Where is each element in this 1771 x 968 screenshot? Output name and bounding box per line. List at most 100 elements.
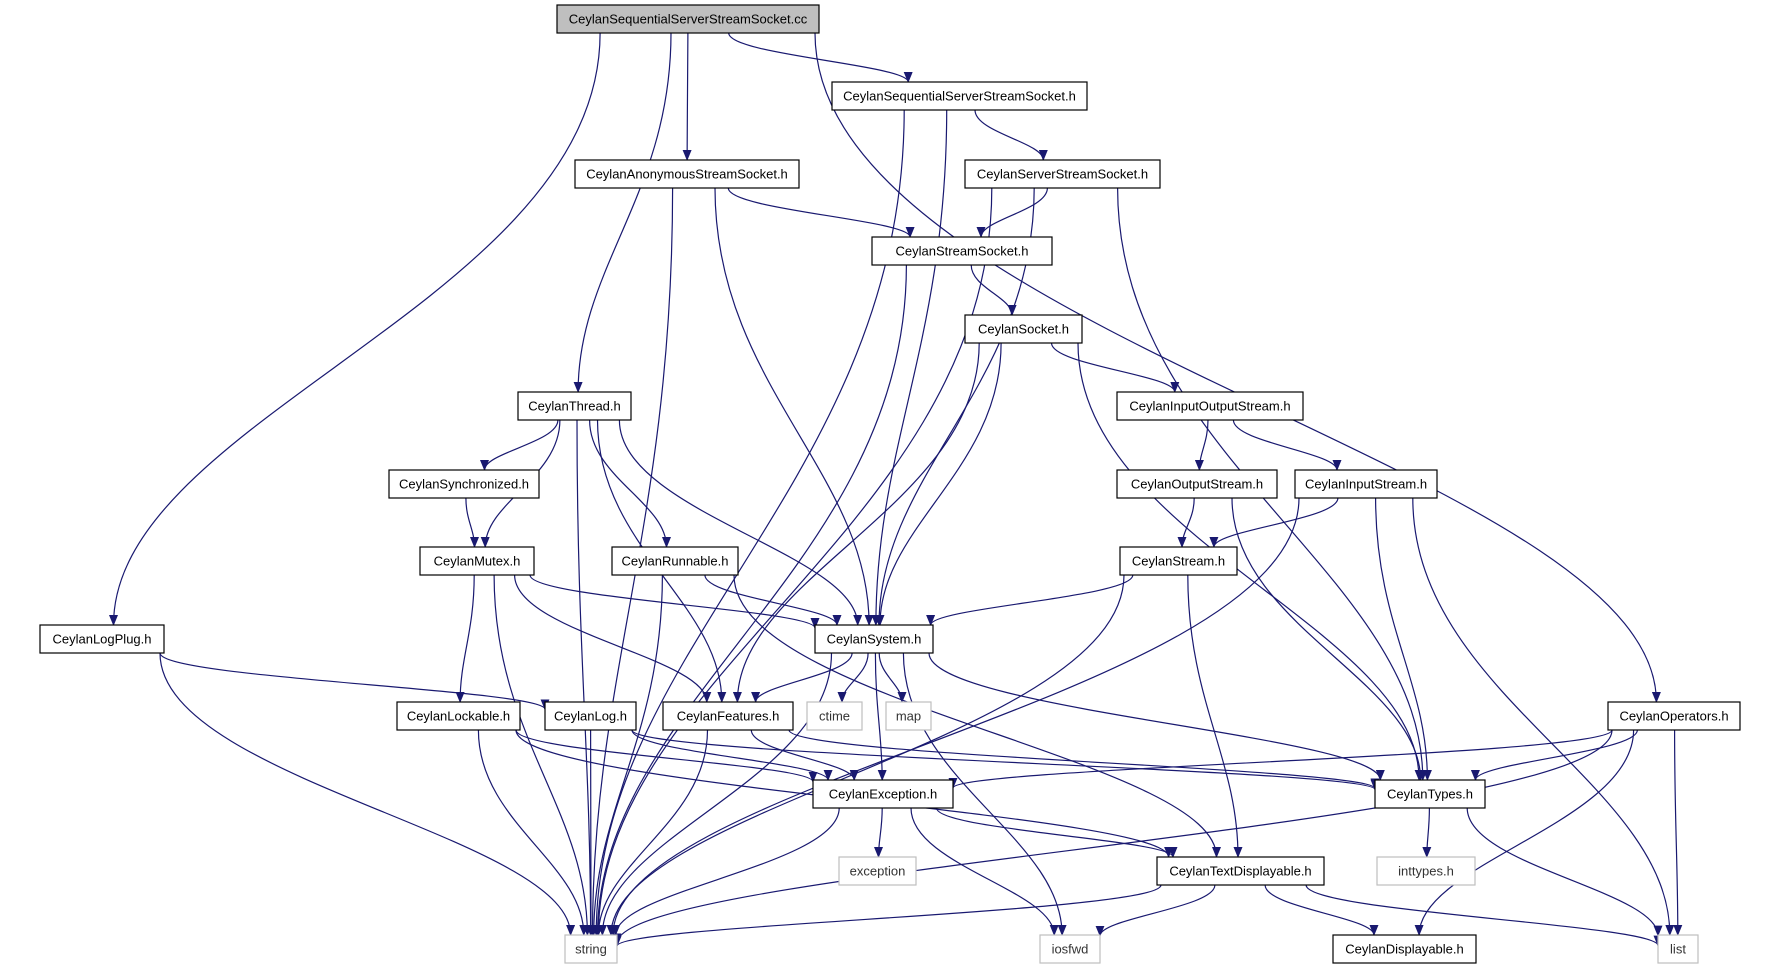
edge-exc-to-string xyxy=(611,807,840,936)
edge-features-to-string xyxy=(593,729,709,936)
node-ceylanlog-h[interactable]: CeylanLog.h xyxy=(544,701,637,731)
edge-root-to-thread xyxy=(573,32,672,393)
node-ceylanlockable-h[interactable]: CeylanLockable.h xyxy=(396,701,521,731)
node-box xyxy=(1332,934,1477,964)
edge-mutex-to-lockable xyxy=(455,574,475,703)
node-ceylantypes-h[interactable]: CeylanTypes.h xyxy=(1374,779,1486,809)
edge-is-to-string xyxy=(608,497,1300,936)
edge-ops-to-exc xyxy=(948,729,1613,789)
node-box xyxy=(396,701,521,731)
edge-system-to-types xyxy=(928,652,1385,781)
edge-sock-to-ios xyxy=(1050,342,1180,393)
edge-root-to-ops xyxy=(814,32,1661,703)
node-ceylanrunnable-h[interactable]: CeylanRunnable.h xyxy=(611,546,739,576)
edge-anon-to-string xyxy=(588,187,674,936)
node-label: CeylanSequentialServerStreamSocket.cc xyxy=(569,12,808,27)
node-ceylanthread-h[interactable]: CeylanThread.h xyxy=(517,391,632,421)
node-ceylanoutputstream-h[interactable]: CeylanOutputStream.h xyxy=(1116,469,1278,499)
edge-root-to-logplug xyxy=(109,32,601,626)
node-iosfwd: iosfwd xyxy=(1039,934,1101,964)
node-label: CeylanOperators.h xyxy=(1619,709,1728,724)
edge-ss-to-string xyxy=(593,264,907,936)
node-label: CeylanLogPlug.h xyxy=(52,632,151,647)
node-box xyxy=(1116,469,1278,499)
node-label: CeylanSystem.h xyxy=(827,632,922,647)
node-exception: exception xyxy=(838,856,917,886)
edge-stream-to-string xyxy=(606,574,1125,936)
edge-system-to-string xyxy=(597,652,833,936)
edge-logplug-to-string xyxy=(159,652,576,936)
node-box xyxy=(1156,856,1325,886)
edge-mutex-to-features xyxy=(514,574,712,703)
node-box xyxy=(1376,856,1476,886)
edge-types-to-list xyxy=(1466,807,1663,937)
edge-os-to-types xyxy=(1231,497,1426,781)
node-label: CeylanMutex.h xyxy=(434,554,521,569)
node-box xyxy=(419,546,535,576)
edge-seqh-to-srv xyxy=(974,109,1048,161)
edge-stream-to-textdisp xyxy=(1187,574,1243,858)
node-box xyxy=(1119,546,1238,576)
node-label: iosfwd xyxy=(1052,942,1089,957)
node-ceylansequentialserverstreamsocket-h[interactable]: CeylanSequentialServerStreamSocket.h xyxy=(831,81,1088,111)
edge-system-to-iosfwd xyxy=(902,652,1067,936)
node-ceylansequentialserverstreamsocket-cc[interactable]: CeylanSequentialServerStreamSocket.cc xyxy=(556,4,820,34)
node-ceylansynchronized-h[interactable]: CeylanSynchronized.h xyxy=(388,469,540,499)
edge-is-to-stream xyxy=(1209,497,1339,548)
edge-features-to-exc xyxy=(750,729,859,781)
edge-anon-to-system xyxy=(714,187,874,626)
edge-srv-to-types xyxy=(1117,187,1428,781)
node-label: inttypes.h xyxy=(1398,864,1454,879)
edge-sock-to-system xyxy=(875,342,1002,626)
node-box xyxy=(1607,701,1741,731)
node-ceylaninputoutputstream-h[interactable]: CeylanInputOutputStream.h xyxy=(1116,391,1304,421)
edge-ss-to-sock xyxy=(970,264,1017,316)
node-ceylaninputstream-h[interactable]: CeylanInputStream.h xyxy=(1294,469,1438,499)
node-ceylanmutex-h[interactable]: CeylanMutex.h xyxy=(419,546,535,576)
edge-system-to-map xyxy=(878,652,907,703)
node-ceylanstreamsocket-h[interactable]: CeylanStreamSocket.h xyxy=(871,236,1053,266)
node-ceylanexception-h[interactable]: CeylanException.h xyxy=(812,779,954,809)
node-ceylansystem-h[interactable]: CeylanSystem.h xyxy=(814,624,934,654)
node-map: map xyxy=(885,701,932,731)
edge-stream-to-system xyxy=(926,574,1134,626)
edge-ios-to-os xyxy=(1194,419,1209,471)
edge-features-to-types xyxy=(788,729,1380,790)
edge-thread-to-system xyxy=(618,419,863,626)
node-ctime: ctime xyxy=(806,701,863,731)
node-ceylanstream-h[interactable]: CeylanStream.h xyxy=(1119,546,1238,576)
node-box xyxy=(806,701,863,731)
node-ceylananonymousstreamsocket-h[interactable]: CeylanAnonymousStreamSocket.h xyxy=(574,159,800,189)
node-ceylanlogplug-h[interactable]: CeylanLogPlug.h xyxy=(39,624,165,654)
edge-seqh-to-system xyxy=(871,109,948,626)
node-box xyxy=(885,701,932,731)
edge-types-to-inttypes xyxy=(1422,807,1432,858)
edge-anon-to-ss xyxy=(727,187,915,238)
node-label: CeylanInputOutputStream.h xyxy=(1129,399,1290,414)
node-ceylanoperators-h[interactable]: CeylanOperators.h xyxy=(1607,701,1741,731)
node-label: CeylanDisplayable.h xyxy=(1345,942,1464,957)
node-box xyxy=(39,624,165,654)
node-box xyxy=(1294,469,1438,499)
node-label: map xyxy=(896,709,921,724)
node-label: CeylanException.h xyxy=(829,787,937,802)
node-ceylandisplayable-h[interactable]: CeylanDisplayable.h xyxy=(1332,934,1477,964)
node-box xyxy=(1116,391,1304,421)
edge-logplug-to-log xyxy=(159,652,550,711)
node-ceylanfeatures-h[interactable]: CeylanFeatures.h xyxy=(662,701,794,731)
edge-log-to-types xyxy=(631,729,1380,791)
node-box xyxy=(1039,934,1101,964)
node-box xyxy=(812,779,954,809)
node-label: CeylanServerStreamSocket.h xyxy=(977,167,1148,182)
node-ceylansocket-h[interactable]: CeylanSocket.h xyxy=(964,314,1083,344)
node-ceylanserverstreamsocket-h[interactable]: CeylanServerStreamSocket.h xyxy=(964,159,1161,189)
edge-ops-to-types xyxy=(1470,729,1638,781)
edge-log-to-exc xyxy=(631,729,833,781)
node-ceylantextdisplayable-h[interactable]: CeylanTextDisplayable.h xyxy=(1156,856,1325,886)
edge-seqh-to-string xyxy=(591,109,905,936)
edge-run-to-textdisp xyxy=(733,574,1221,858)
node-label: CeylanTypes.h xyxy=(1387,787,1473,802)
node-label: CeylanRunnable.h xyxy=(622,554,729,569)
node-box xyxy=(831,81,1088,111)
